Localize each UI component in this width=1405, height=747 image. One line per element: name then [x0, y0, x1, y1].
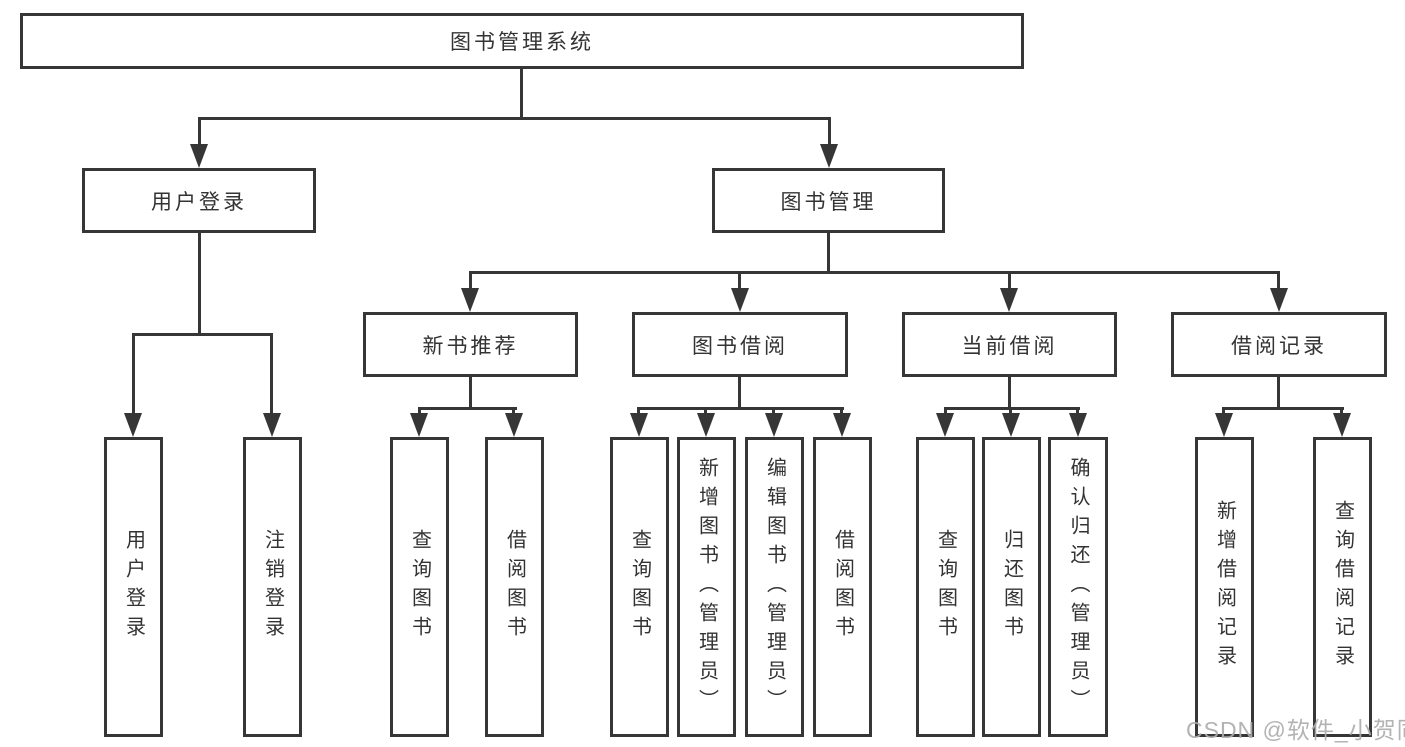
connector — [1340, 407, 1343, 416]
leaf-logout-label: 注销登录 — [261, 529, 284, 645]
connector — [512, 407, 515, 416]
connector — [132, 333, 273, 336]
arrowhead-down-icon — [1333, 413, 1351, 437]
arrowhead-down-icon — [1000, 288, 1018, 312]
connector — [827, 230, 830, 274]
leaf-query-borrow-record: 查询借阅记录 — [1313, 437, 1372, 737]
connector — [1277, 271, 1280, 291]
leaf-edit-books-admin: 编辑图书（管理员） — [745, 437, 804, 737]
connector — [840, 407, 843, 416]
arrowhead-down-icon — [1002, 413, 1020, 437]
arrowhead-down-icon — [1215, 413, 1233, 437]
arrowhead-down-icon — [461, 288, 479, 312]
leaf-current-query-books: 查询图书 — [916, 437, 975, 737]
connector — [270, 333, 273, 414]
leaf-logout: 注销登录 — [243, 437, 302, 737]
leaf-user-login: 用户登录 — [104, 437, 163, 737]
arrowhead-down-icon — [765, 413, 783, 437]
node-user-login: 用户登录 — [82, 168, 316, 233]
connector — [198, 117, 201, 145]
leaf-edit-books-admin-label: 编辑图书（管理员） — [763, 456, 786, 718]
leaf-return-books-label: 归还图书 — [1000, 529, 1023, 645]
connector — [828, 117, 831, 145]
arrowhead-down-icon — [731, 288, 749, 312]
connector — [637, 407, 640, 416]
node-book-borrowing: 图书借阅 — [632, 312, 848, 377]
connector — [469, 271, 1280, 274]
arrowhead-down-icon — [190, 144, 208, 168]
arrowhead-down-icon — [630, 413, 648, 437]
connector — [418, 407, 517, 410]
arrowhead-down-icon — [1270, 288, 1288, 312]
connector — [704, 407, 707, 416]
node-current-borrowing: 当前借阅 — [902, 312, 1117, 377]
csdn-watermark: CSDN @软件_小贺同学 — [1186, 717, 1405, 743]
connector — [1076, 407, 1079, 416]
node-new-book-recommend-label: 新书推荐 — [422, 334, 519, 358]
node-current-borrowing-label: 当前借阅 — [961, 334, 1058, 358]
arrowhead-down-icon — [936, 413, 954, 437]
connector — [469, 374, 472, 410]
arrowhead-down-icon — [833, 413, 851, 437]
connector — [1009, 407, 1012, 416]
connector — [1008, 374, 1011, 410]
node-borrowing-records-label: 借阅记录 — [1231, 334, 1327, 358]
connector — [772, 407, 775, 416]
leaf-add-borrow-record-label: 新增借阅记录 — [1213, 500, 1236, 674]
leaf-borrowing-query-books-label: 查询图书 — [628, 529, 651, 645]
connector — [1223, 407, 1344, 410]
node-book-management-label: 图书管理 — [780, 190, 877, 214]
node-root-label: 图书管理系统 — [450, 31, 594, 54]
node-book-management: 图书管理 — [712, 168, 945, 233]
node-library-management-system: 图书管理系统 — [20, 13, 1024, 69]
leaf-confirm-return-admin: 确认归还（管理员） — [1048, 437, 1108, 737]
connector — [1222, 407, 1225, 416]
leaf-current-query-books-label: 查询图书 — [934, 529, 957, 645]
leaf-add-books-admin: 新增图书（管理员） — [677, 437, 736, 737]
leaf-confirm-return-admin-label: 确认归还（管理员） — [1067, 456, 1089, 718]
arrowhead-down-icon — [124, 413, 142, 437]
connector — [132, 333, 135, 414]
leaf-borrowing-borrow-books-label: 借阅图书 — [831, 529, 854, 645]
connector — [469, 271, 472, 291]
node-new-book-recommend: 新书推荐 — [363, 312, 578, 377]
connector — [944, 407, 947, 416]
connector — [198, 230, 201, 336]
leaf-recommend-borrow-books: 借阅图书 — [485, 437, 544, 737]
arrowhead-down-icon — [1069, 413, 1087, 437]
leaf-recommend-query-books: 查询图书 — [390, 437, 449, 737]
connector — [738, 271, 741, 291]
leaf-query-borrow-record-label: 查询借阅记录 — [1331, 500, 1354, 674]
connector — [1008, 271, 1011, 291]
arrowhead-down-icon — [505, 413, 523, 437]
leaf-recommend-query-books-label: 查询图书 — [408, 529, 431, 645]
arrowhead-down-icon — [697, 413, 715, 437]
connector — [638, 407, 844, 410]
leaf-borrowing-query-books: 查询图书 — [610, 437, 669, 737]
connector — [520, 66, 523, 120]
arrowhead-down-icon — [820, 144, 838, 168]
connector — [198, 117, 831, 120]
connector — [418, 407, 421, 416]
connector — [738, 374, 741, 410]
connector — [1277, 374, 1280, 410]
node-borrowing-records: 借阅记录 — [1171, 312, 1387, 377]
leaf-user-login-label: 用户登录 — [122, 529, 145, 645]
connector — [944, 407, 1080, 410]
leaf-return-books: 归还图书 — [982, 437, 1041, 737]
node-book-borrowing-label: 图书借阅 — [692, 334, 788, 358]
leaf-add-books-admin-label: 新增图书（管理员） — [695, 456, 718, 718]
arrowhead-down-icon — [410, 413, 428, 437]
leaf-borrowing-borrow-books: 借阅图书 — [813, 437, 872, 737]
arrowhead-down-icon — [263, 413, 281, 437]
node-user-login-label: 用户登录 — [151, 190, 247, 214]
leaf-add-borrow-record: 新增借阅记录 — [1195, 437, 1254, 737]
leaf-recommend-borrow-books-label: 借阅图书 — [503, 529, 526, 645]
